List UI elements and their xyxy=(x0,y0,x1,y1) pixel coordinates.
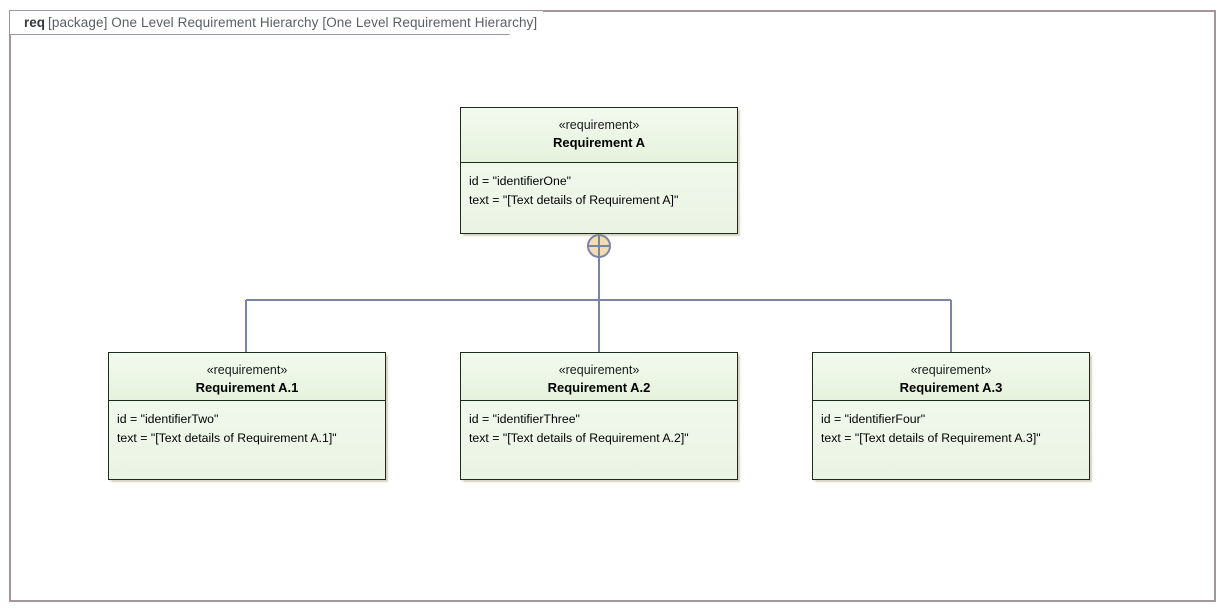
requirement-name: Requirement A.1 xyxy=(195,380,299,395)
property-id: id = "identifierTwo" xyxy=(117,412,219,426)
diagram-frame xyxy=(9,10,1216,602)
frame-header: req [package] One Level Requirement Hier… xyxy=(10,11,544,34)
requirement-block-a1-header: «requirement» Requirement A.1 xyxy=(109,353,385,401)
frame-header-label: req [package] One Level Requirement Hier… xyxy=(17,11,544,34)
requirement-block-a3[interactable]: «requirement» Requirement A.3 id = "iden… xyxy=(812,352,1090,480)
requirement-block-a2-header: «requirement» Requirement A.2 xyxy=(461,353,737,401)
stereotype-label: «requirement» xyxy=(206,363,288,377)
requirement-block-a2[interactable]: «requirement» Requirement A.2 id = "iden… xyxy=(460,352,738,480)
diagram-title: [package] One Level Requirement Hierarch… xyxy=(48,15,538,30)
requirement-block-a3-properties: id = "identifierFour" text = "[Text deta… xyxy=(813,401,1089,479)
requirement-name: Requirement A xyxy=(553,135,645,150)
stereotype-label: «requirement» xyxy=(558,118,640,132)
property-id: id = "identifierThree" xyxy=(469,412,580,426)
stereotype-label: «requirement» xyxy=(910,363,992,377)
property-id: id = "identifierOne" xyxy=(469,174,572,188)
stereotype-label: «requirement» xyxy=(558,363,640,377)
requirement-block-a3-header: «requirement» Requirement A.3 xyxy=(813,353,1089,401)
property-text: text = "[Text details of Requirement A]" xyxy=(469,193,679,207)
requirement-block-a[interactable]: «requirement» Requirement A id = "identi… xyxy=(460,107,738,234)
property-text: text = "[Text details of Requirement A.2… xyxy=(469,431,689,445)
requirement-block-a-header: «requirement» Requirement A xyxy=(461,108,737,163)
requirement-block-a1-properties: id = "identifierTwo" text = "[Text detai… xyxy=(109,401,385,479)
diagram-kind-label: req xyxy=(24,15,46,30)
requirement-name: Requirement A.2 xyxy=(547,380,651,395)
property-id: id = "identifierFour" xyxy=(821,412,926,426)
requirement-block-a-properties: id = "identifierOne" text = "[Text detai… xyxy=(461,163,737,233)
requirement-block-a1[interactable]: «requirement» Requirement A.1 id = "iden… xyxy=(108,352,386,480)
requirement-name: Requirement A.3 xyxy=(899,380,1003,395)
property-text: text = "[Text details of Requirement A.1… xyxy=(117,431,337,445)
property-text: text = "[Text details of Requirement A.3… xyxy=(821,431,1041,445)
requirement-block-a2-properties: id = "identifierThree" text = "[Text det… xyxy=(461,401,737,479)
